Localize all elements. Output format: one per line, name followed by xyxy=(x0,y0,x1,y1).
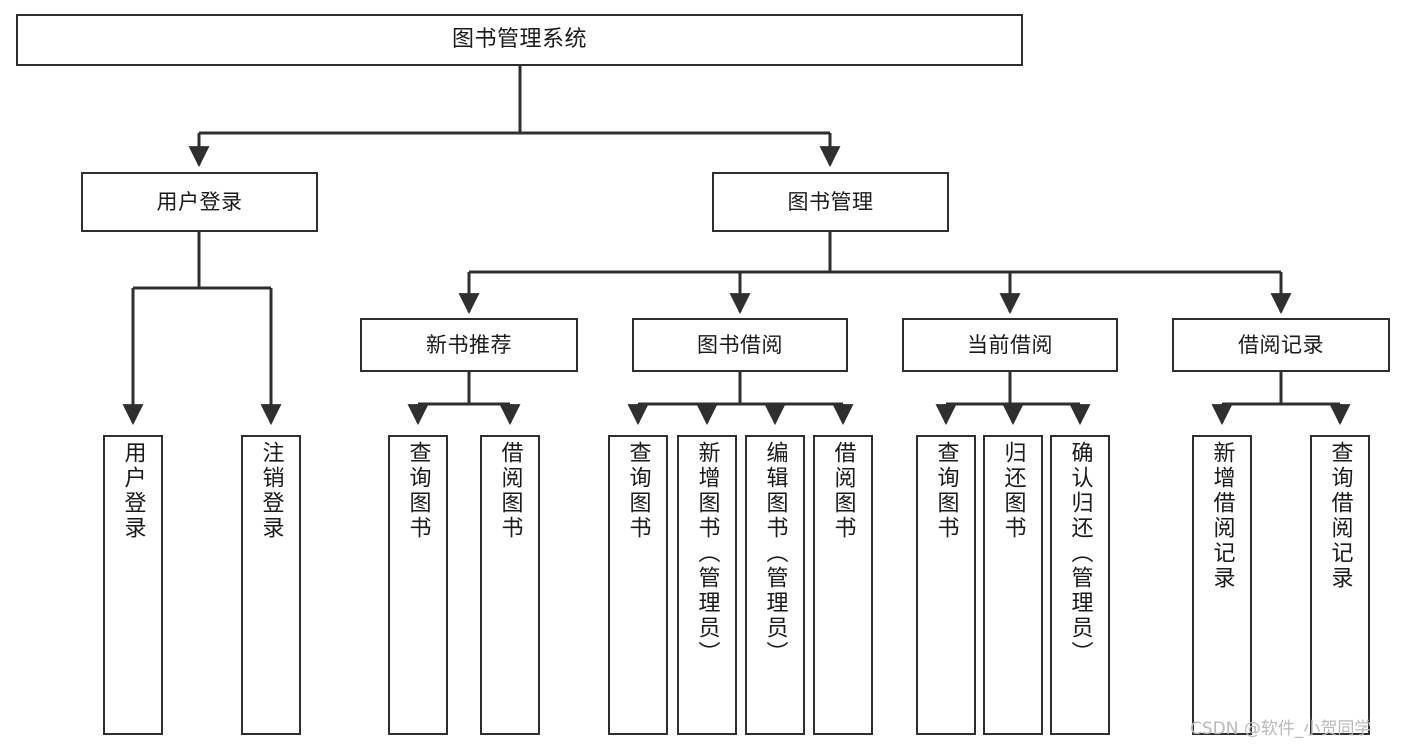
node-leaf-borrow-edit-label: 编辑图书（管理员） xyxy=(762,441,788,666)
node-root[interactable]: 图书管理系统 xyxy=(16,14,1023,66)
node-leaf-rec-borrow[interactable]: 借阅图书 xyxy=(480,435,540,735)
node-leaf-rec-query[interactable]: 查询图书 xyxy=(388,435,448,735)
node-leaf-cur-query-label: 查询图书 xyxy=(933,441,959,541)
node-book-borrow-label: 图书借阅 xyxy=(697,332,783,357)
node-leaf-borrow-query-label: 查询图书 xyxy=(625,441,651,541)
node-leaf-cur-confirm-label: 确认归还（管理员） xyxy=(1067,441,1093,666)
node-leaf-rec-query2[interactable]: 查询借阅记录 xyxy=(1310,435,1370,735)
node-leaf-user-login-label: 用户登录 xyxy=(120,441,146,541)
node-leaf-borrow-edit[interactable]: 编辑图书（管理员） xyxy=(745,435,805,735)
node-book-borrow[interactable]: 图书借阅 xyxy=(632,318,848,372)
node-borrow-record-label: 借阅记录 xyxy=(1238,332,1324,357)
node-leaf-rec-add[interactable]: 新增借阅记录 xyxy=(1192,435,1252,735)
node-leaf-borrow-borrow-label: 借阅图书 xyxy=(830,441,856,541)
node-leaf-borrow-query[interactable]: 查询图书 xyxy=(608,435,668,735)
node-leaf-logout[interactable]: 注销登录 xyxy=(241,435,301,735)
node-current-borrow[interactable]: 当前借阅 xyxy=(902,318,1118,372)
node-leaf-borrow-add[interactable]: 新增图书（管理员） xyxy=(677,435,737,735)
node-user-login-label: 用户登录 xyxy=(156,189,243,214)
node-leaf-cur-return-label: 归还图书 xyxy=(1000,441,1026,541)
node-new-book-rec-label: 新书推荐 xyxy=(426,332,512,357)
node-leaf-cur-confirm[interactable]: 确认归还（管理员） xyxy=(1050,435,1110,735)
node-borrow-record[interactable]: 借阅记录 xyxy=(1172,318,1390,372)
node-book-manage[interactable]: 图书管理 xyxy=(712,172,949,232)
node-leaf-rec-add-label: 新增借阅记录 xyxy=(1209,441,1235,591)
node-leaf-user-login[interactable]: 用户登录 xyxy=(103,435,163,735)
node-leaf-rec-borrow-label: 借阅图书 xyxy=(497,441,523,541)
node-book-manage-label: 图书管理 xyxy=(787,189,874,214)
node-current-borrow-label: 当前借阅 xyxy=(967,332,1053,357)
node-leaf-logout-label: 注销登录 xyxy=(258,441,284,541)
node-root-label: 图书管理系统 xyxy=(451,27,587,53)
node-leaf-cur-query[interactable]: 查询图书 xyxy=(916,435,976,735)
node-leaf-cur-return[interactable]: 归还图书 xyxy=(983,435,1043,735)
node-leaf-borrow-add-label: 新增图书（管理员） xyxy=(694,441,720,666)
node-user-login[interactable]: 用户登录 xyxy=(81,172,318,232)
node-leaf-rec-query2-label: 查询借阅记录 xyxy=(1327,441,1353,591)
node-leaf-rec-query-label: 查询图书 xyxy=(405,441,431,541)
node-new-book-rec[interactable]: 新书推荐 xyxy=(360,318,578,372)
node-leaf-borrow-borrow[interactable]: 借阅图书 xyxy=(813,435,873,735)
csdn-watermark: CSDN @软件_小贺同学 xyxy=(1190,719,1372,739)
